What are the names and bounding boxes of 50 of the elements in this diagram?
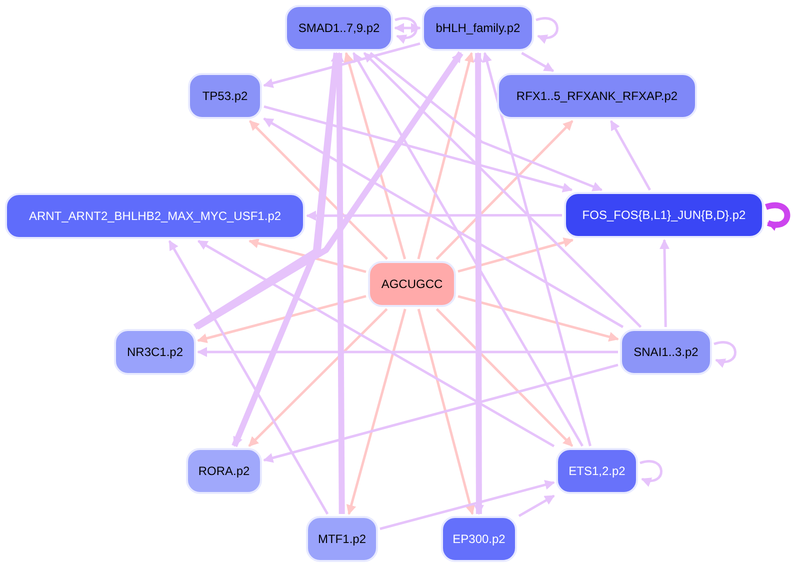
arrow (417, 52, 474, 260)
node-box: NR3C1.p2 (114, 329, 196, 375)
node-box: AGCUGCC (368, 261, 456, 307)
arrow (518, 494, 555, 518)
arrow (248, 238, 366, 274)
arrow (195, 51, 464, 330)
arrow (394, 23, 421, 33)
node-box: bHLH_family.p2 (422, 5, 534, 51)
node-box: SMAD1..7,9.p2 (285, 5, 393, 51)
node-box: ARNT_ARNT2_BHLHB2_MAX_MYC_USF1.p2 (5, 193, 305, 239)
arrow (248, 308, 388, 447)
arrow (334, 52, 345, 514)
arrow (610, 120, 652, 191)
arrow (640, 460, 662, 486)
arrow (482, 52, 592, 446)
arrow (263, 42, 420, 88)
node-box: TP53.p2 (188, 73, 262, 119)
arrow (264, 105, 573, 192)
arrow (394, 17, 418, 44)
arrow (352, 52, 584, 447)
arrow (248, 120, 388, 260)
arrow (370, 52, 603, 192)
arrow (458, 295, 619, 342)
arrow (521, 52, 554, 72)
arrow (346, 308, 406, 515)
arrow (765, 202, 790, 230)
node-box: MTF1.p2 (306, 516, 378, 562)
arrow (168, 240, 329, 515)
node-box: RFX1..5_RFXANK_RFXAP.p2 (497, 73, 697, 119)
arrow (660, 239, 670, 328)
arrow (263, 118, 624, 328)
arrow (306, 210, 562, 221)
arrow (363, 52, 642, 328)
arrow (197, 347, 618, 357)
arrow (197, 240, 555, 448)
arrow (436, 120, 574, 260)
arrow (714, 341, 736, 368)
arrow (344, 52, 406, 260)
arrow (458, 238, 574, 273)
node-box: FOS_FOS{B,L1}_JUN{B,D}.p2 (564, 192, 764, 238)
arrow (197, 294, 366, 344)
node-box: SNAI1..3.p2 (620, 329, 712, 375)
arrow (536, 17, 558, 44)
arrow (380, 480, 555, 530)
arrow (417, 308, 475, 515)
node-box: EP300.p2 (441, 516, 517, 562)
arrow (263, 364, 618, 463)
node-box: RORA.p2 (186, 448, 262, 494)
node-box: ETS1,2.p2 (556, 448, 638, 494)
arrow (436, 308, 574, 447)
